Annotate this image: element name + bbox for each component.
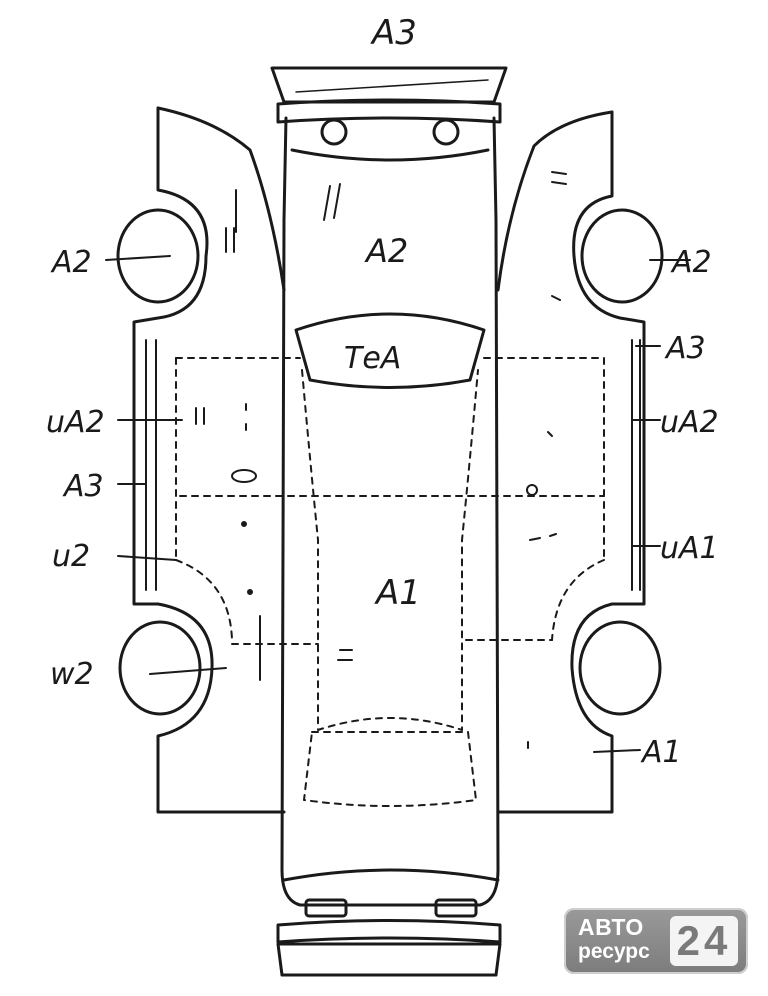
- damage-marks: [195, 171, 567, 749]
- label-right-front-wheel: A2: [670, 245, 712, 280]
- logo-word-resurs: ресурс: [578, 940, 650, 963]
- roof-dashed-outline: [175, 357, 605, 807]
- autoresurs24-logo: АВТО ресурс 24: [564, 908, 748, 974]
- taillights: [304, 898, 478, 918]
- label-right-mirror: A3: [664, 331, 706, 366]
- label-right-door-lower: uA1: [660, 531, 719, 566]
- label-left-front-wheel: A2: [50, 245, 92, 280]
- label-windshield: ТеА: [344, 341, 401, 376]
- headlights: [320, 118, 460, 146]
- label-left-door-lower: u2: [52, 539, 90, 574]
- right-side-panel: [496, 110, 646, 814]
- left-front-wheel: [116, 208, 200, 304]
- leader-lines: [105, 255, 691, 753]
- right-front-wheel: [580, 208, 664, 304]
- left-side-panel: [132, 106, 286, 814]
- label-front-bumper: A3: [370, 13, 417, 53]
- label-roof: A1: [374, 573, 421, 613]
- label-left-rear-wheel: w2: [50, 657, 94, 692]
- rear-bumper: [276, 919, 502, 977]
- label-right-rear: A1: [640, 735, 682, 770]
- car-body-center: [280, 116, 500, 907]
- label-left-door-upper: uA2: [46, 405, 105, 440]
- label-right-door-upper: uA2: [660, 405, 719, 440]
- windshield-shape: [294, 312, 486, 389]
- right-rear-wheel: [578, 620, 662, 716]
- logo-word-avto: АВТО: [578, 914, 644, 940]
- label-hood: A2: [364, 232, 408, 270]
- logo-number: 24: [670, 916, 738, 966]
- label-left-door-mid: A3: [62, 469, 104, 504]
- front-bumper: [270, 66, 508, 124]
- left-rear-wheel: [118, 620, 202, 716]
